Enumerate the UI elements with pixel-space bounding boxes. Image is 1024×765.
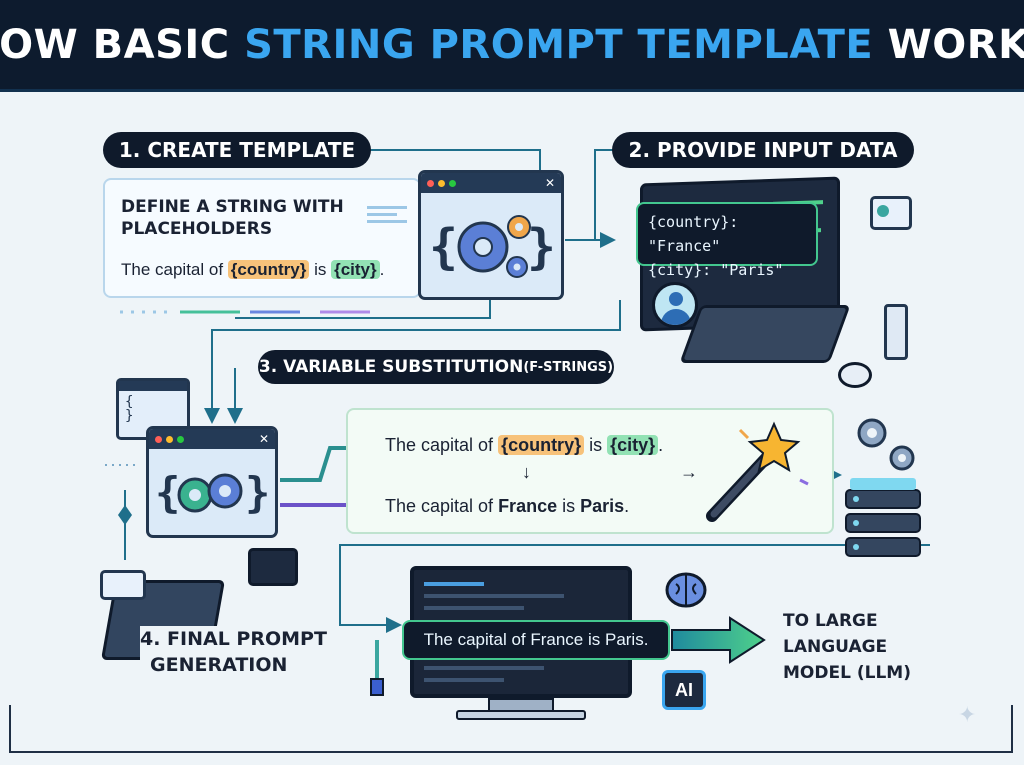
chat-bubble-icon	[100, 570, 146, 600]
step3-label: 3. VARIABLE SUBSTITUTION (F-STRINGS)	[258, 350, 614, 384]
placeholder-city: {city}	[331, 260, 380, 279]
final-prompt-box: The capital of France is Paris.	[402, 620, 670, 660]
substitution-line-template: The capital of {country} is {city}.	[385, 435, 664, 455]
svg-text:{: {	[155, 468, 180, 517]
template-heading: DEFINE A STRING WITH PLACEHOLDERS	[121, 197, 344, 239]
placeholder-country: {country}	[227, 260, 310, 279]
template-window: ✕ { }	[418, 170, 564, 300]
monitor-base	[456, 710, 586, 720]
template-card: DEFINE A STRING WITH PLACEHOLDERS The ca…	[103, 178, 421, 298]
substitution-line-result: The capital of France is Paris.	[385, 496, 630, 516]
header-banner: HOW BASIC STRING PROMPT TEMPLATE WORKS	[0, 0, 1024, 92]
close-icon: ✕	[258, 432, 269, 446]
llm-target-label: TO LARGE LANGUAGE MODEL (LLM)	[783, 611, 911, 683]
placeholder-city: {city}	[607, 435, 659, 455]
step2-label: 2. PROVIDE INPUT DATA	[612, 132, 914, 168]
right-arrow: →	[680, 462, 698, 482]
profile-card-icon	[870, 196, 912, 230]
brain-icon	[662, 566, 710, 614]
phone-icon	[884, 304, 908, 360]
ai-badge: AI	[662, 670, 706, 710]
down-arrow: ↓	[522, 462, 531, 482]
mouse-icon	[838, 362, 872, 388]
placeholder-country: {country}	[498, 435, 585, 455]
substitution-window: ✕ { }	[146, 426, 278, 538]
code-window-icon	[248, 548, 298, 586]
svg-text:}: }	[527, 219, 556, 275]
page-title: HOW BASIC STRING PROMPT TEMPLATE WORKS	[0, 21, 1024, 68]
step4-label: 4. FINAL PROMPT GENERATION	[140, 626, 327, 678]
plant-icon	[370, 640, 384, 696]
close-icon: ✕	[544, 176, 555, 190]
sparkle-icon: ✦	[958, 702, 977, 727]
deco-dots	[367, 202, 407, 227]
user-icon	[652, 282, 698, 328]
svg-text:}: }	[245, 468, 270, 517]
gear-icon: { }	[155, 468, 270, 517]
template-string: The capital of {country} is {city}.	[121, 260, 385, 279]
input-data-code: {country}: "France" {city}: "Paris"	[636, 202, 818, 279]
gear-icon: { }	[429, 215, 556, 278]
step1-label: 1. CREATE TEMPLATE	[103, 132, 371, 168]
svg-text:{: {	[429, 219, 458, 275]
